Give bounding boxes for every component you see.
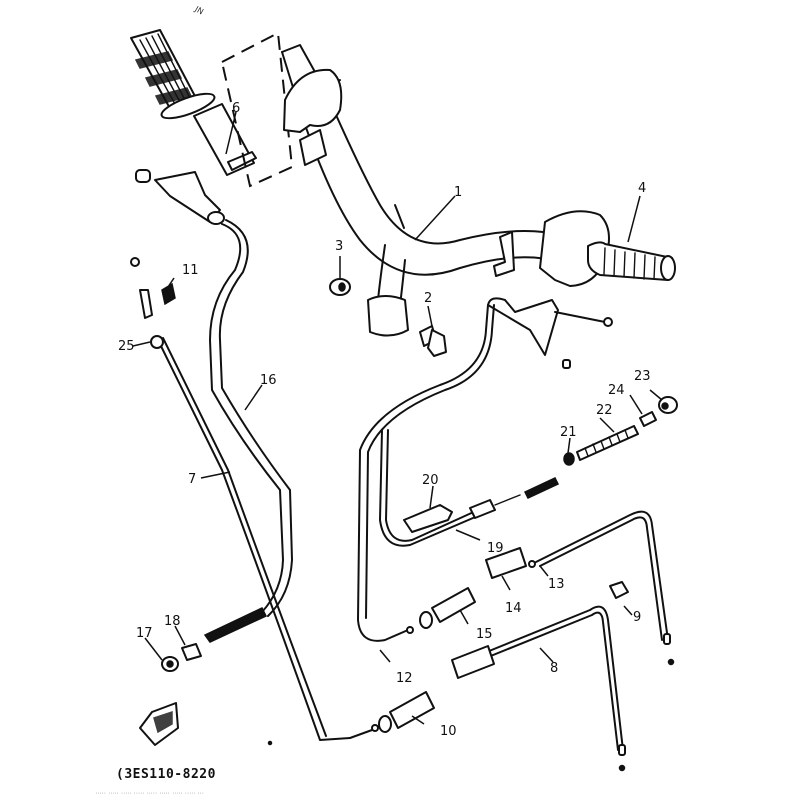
lock-nut[interactable] — [563, 452, 575, 466]
sleeve-15[interactable] — [419, 587, 476, 629]
callout-2: 2 — [424, 291, 432, 306]
callout-4: 4 — [638, 181, 646, 196]
nut[interactable] — [329, 278, 351, 296]
callout-15: 15 — [476, 627, 493, 642]
callout-1: 1 — [454, 185, 462, 200]
left-grip[interactable] — [130, 29, 257, 176]
callout-9: 9 — [633, 610, 641, 625]
cable-bracket[interactable] — [487, 297, 613, 369]
callout-13: 13 — [548, 577, 565, 592]
adjuster[interactable] — [485, 547, 527, 579]
cable-19[interactable] — [379, 429, 560, 547]
callout-22: 22 — [596, 403, 613, 418]
cable-7[interactable] — [130, 257, 379, 741]
throttle-grip[interactable] — [539, 210, 676, 287]
callout-8: 8 — [550, 661, 558, 676]
clutch-bracket[interactable] — [135, 169, 225, 225]
inset-box — [220, 31, 294, 188]
callout-6: 6 — [232, 101, 240, 116]
cable-13[interactable] — [528, 510, 675, 666]
adjuster-nut[interactable] — [658, 396, 678, 414]
cable-8[interactable] — [461, 605, 626, 772]
callout-10: 10 — [440, 724, 457, 739]
callout-20: 20 — [422, 473, 439, 488]
front-direction-arrow — [139, 702, 179, 746]
callout-25: 25 — [118, 339, 135, 354]
callout-14: 14 — [505, 601, 522, 616]
callout-21: 21 — [560, 425, 577, 440]
sleeve-10[interactable] — [378, 691, 435, 733]
callout-17: 17 — [136, 626, 153, 641]
diagram-reference-code: (3ES110-8220 — [116, 767, 216, 782]
holder[interactable] — [609, 581, 629, 599]
adjuster-8[interactable] — [451, 645, 495, 679]
handlebar[interactable] — [281, 44, 596, 337]
callout-18: 18 — [164, 614, 181, 629]
callout-labels: 6 1 4 3 2 11 25 16 7 21 22 24 23 20 19 1… — [118, 101, 651, 739]
cable-16[interactable] — [203, 219, 293, 643]
nut-17[interactable] — [161, 656, 179, 672]
callout-12: 12 — [396, 671, 413, 686]
stray-dot — [267, 740, 273, 746]
cable-12[interactable] — [357, 304, 495, 642]
callout-23: 23 — [634, 369, 651, 384]
spring[interactable] — [576, 425, 639, 461]
callout-24: 24 — [608, 383, 625, 398]
bolt[interactable] — [419, 325, 447, 357]
clip[interactable] — [403, 504, 453, 533]
collar-18[interactable] — [181, 643, 202, 661]
leader-lines — [132, 111, 663, 725]
collar[interactable] — [639, 411, 657, 427]
callout-11: 11 — [182, 263, 199, 278]
callout-16: 16 — [260, 373, 277, 388]
callout-3: 3 — [335, 239, 343, 254]
fine-print: ''''' ''''' ''''' ''''' ''''' ''''' ''''… — [96, 792, 205, 797]
callout-7: 7 — [188, 472, 196, 487]
callout-19: 19 — [487, 541, 504, 556]
